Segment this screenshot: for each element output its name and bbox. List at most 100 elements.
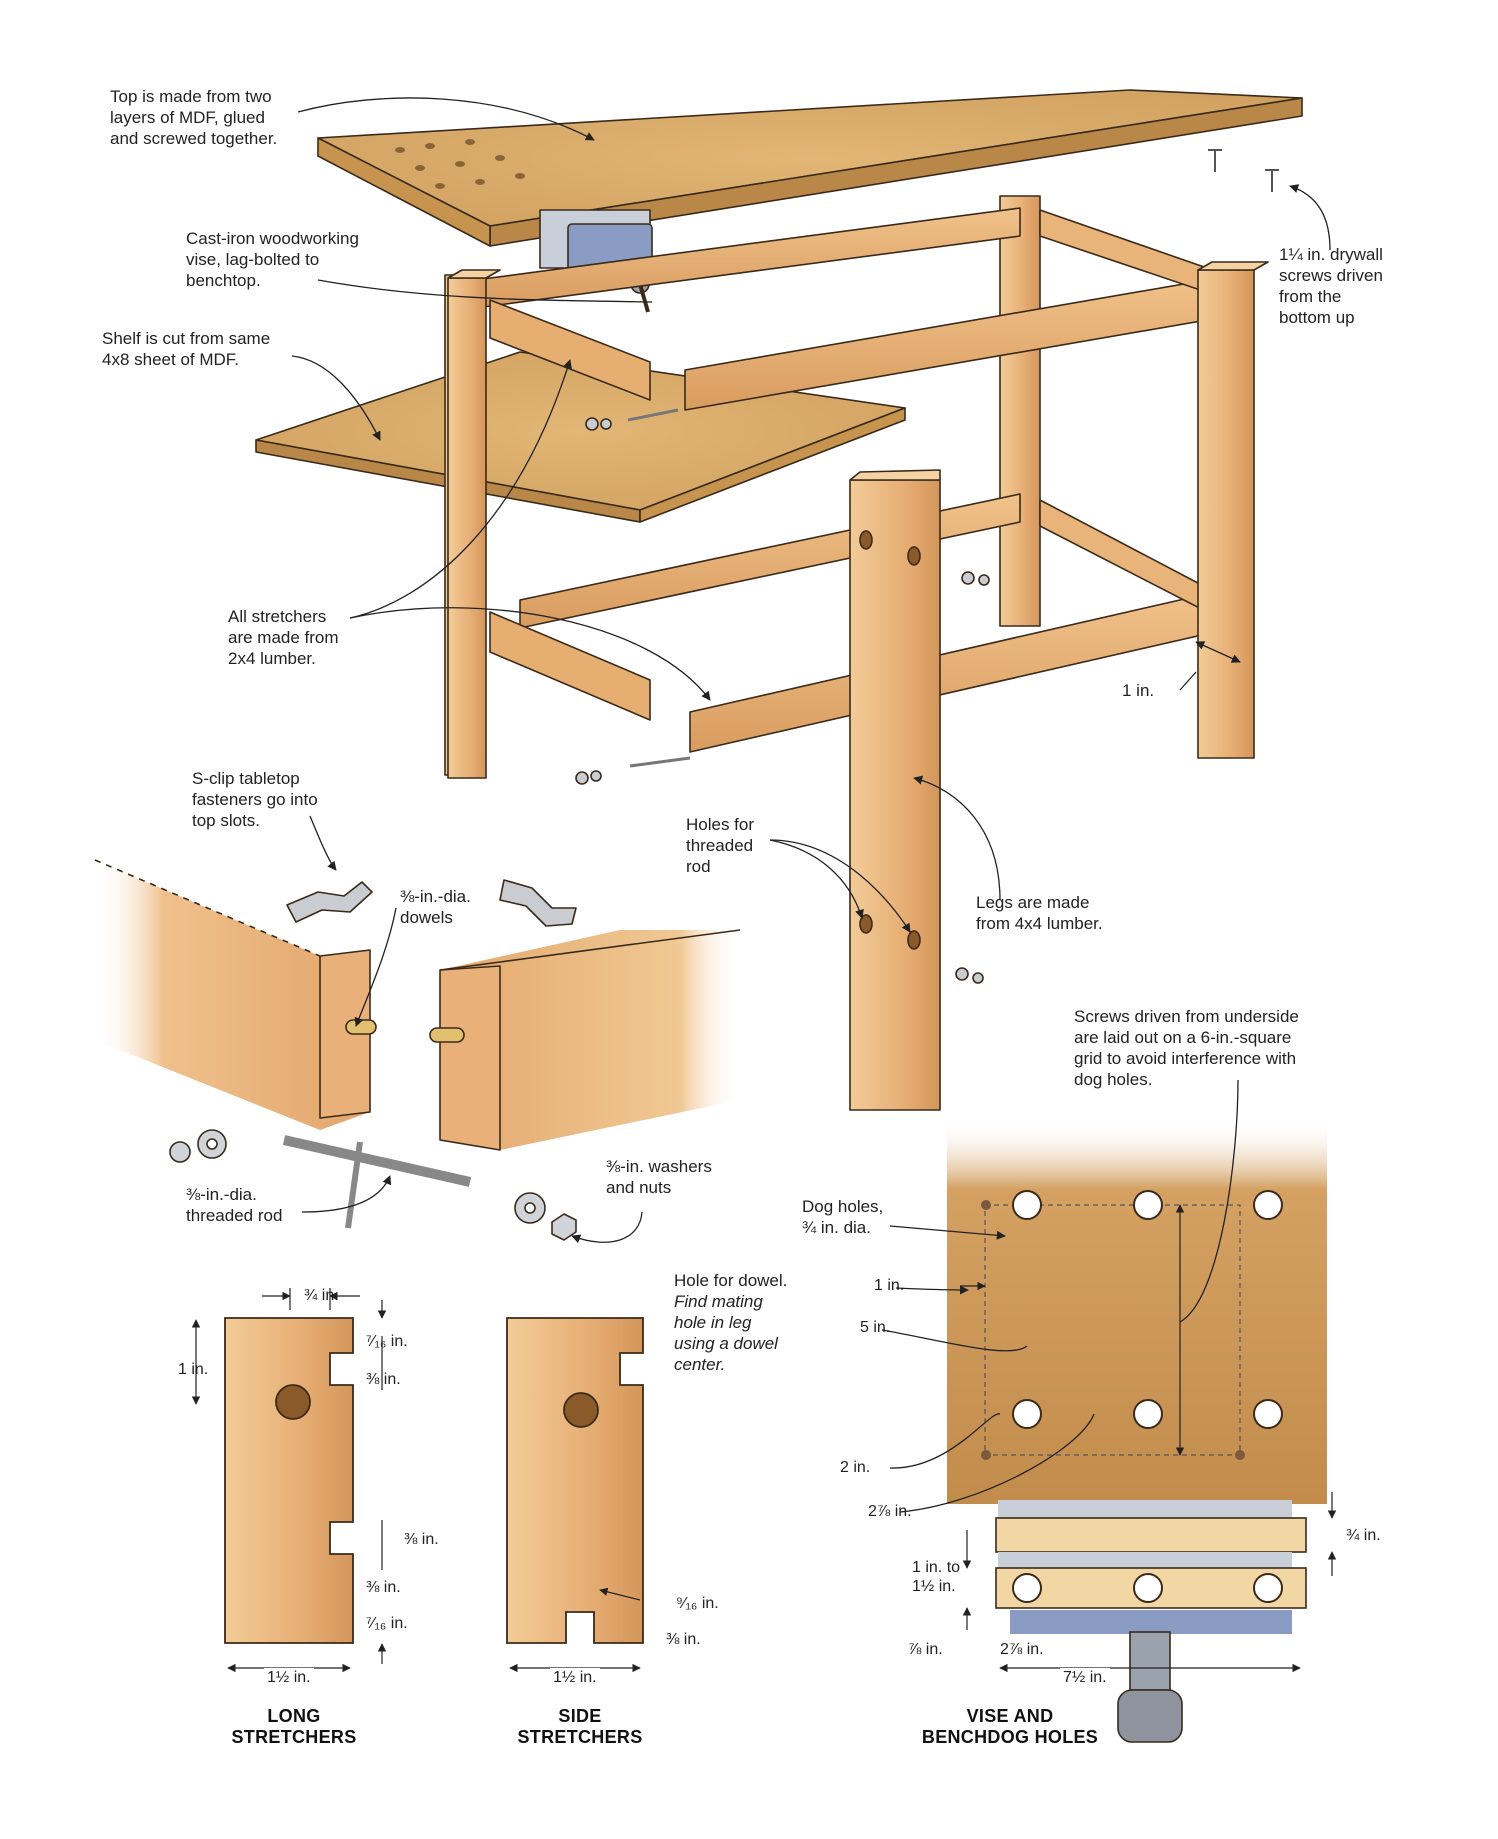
callout-rod-holes: Holes for threaded rod [686,814,754,877]
vise-dim-one-in: 1 in. [874,1277,905,1294]
callout-drywall-screws: 1¼ in. drywall screws driven from the bo… [1279,244,1383,328]
joint-threaded-rod [282,1135,472,1229]
callout-sclip: S-clip tabletop fasteners go into top sl… [192,768,318,831]
stretcher-upper-left-side [489,299,651,401]
side-dowel-hole [563,1392,599,1428]
vise-dim-two-seven-eighths-jaw: 2⅞ in. [1000,1641,1044,1658]
long-dim-three-eighths-low: ⅜ in. [366,1579,401,1596]
callout-stretchers-line3: 2x4 lumber. [228,649,316,668]
joint-detail [94,859,741,1241]
callout-shelf-line2: 4x8 sheet of MDF. [102,350,240,369]
screw-points [981,1200,1245,1460]
callout-dowel-hole-italic2: hole in leg [674,1313,752,1332]
callout-dowel-hole-italic4: center. [674,1355,726,1374]
callout-stretchers: All stretchers are made from 2x4 lumber. [228,606,339,669]
callout-shelf-line1: Shelf is cut from same [102,329,271,348]
vise-dim-jaw-range: 1 in. to 1½ in. [912,1558,960,1596]
callout-sclip-line3: top slots. [192,811,261,830]
callout-rod-holes-line1: Holes for [686,815,755,834]
callout-sclip-line2: fasteners go into [192,790,318,809]
callout-stretchers-line1: All stretchers [228,607,327,626]
vise-caption-line2: BENCHDOG HOLES [921,1727,1099,1747]
callout-top-line3: and screwed together. [110,129,278,148]
vise-dim-two-in: 2 in. [840,1459,871,1476]
long-stretchers-caption: LONG STRETCHERS [214,1706,374,1748]
jaw-dog-holes [1012,1573,1283,1603]
leg-back-right [999,195,1041,627]
side-caption-line2: STRETCHERS [517,1727,643,1747]
drywall-screw-icons [1208,149,1279,192]
long-caption-line1: LONG [267,1706,321,1726]
callout-threaded-rod-line2: threaded rod [186,1206,283,1225]
joint-washers-nuts [169,1129,577,1241]
callout-vise-line3: benchtop. [186,271,261,290]
long-dim-three-eighths-mid: ⅜ in. [404,1531,439,1548]
callout-screws-grid: Screws driven from underside are laid ou… [1074,1006,1299,1090]
s-clip-fasteners [286,879,577,927]
callout-top-line1: Top is made from two [110,87,272,106]
dog-holes [1012,1190,1283,1429]
callout-legs: Legs are made from 4x4 lumber. [976,892,1103,934]
vise-jaw-range-line2: 1½ in. [912,1578,956,1595]
vise-jaw-range-line1: 1 in. to [912,1559,961,1576]
callout-stretchers-line2: are made from [228,628,339,647]
callout-drywall-line3: from the [1279,287,1342,306]
side-stretcher-section [506,1317,644,1644]
callout-dog-holes: Dog holes, ¾ in. dia. [802,1196,883,1238]
leg-detached [849,469,941,1111]
side-dim-width: 1½ in. [550,1668,600,1687]
side-stretchers-caption: SIDE STRETCHERS [500,1706,660,1748]
callout-rod-holes-line3: rod [686,857,711,876]
side-dim-nine-sixteenths: ⁹⁄₁₆ in. [676,1595,719,1612]
threaded-rod-upper [627,408,679,422]
callout-vise: Cast-iron woodworking vise, lag-bolted t… [186,228,359,291]
callout-dowels-line2: dowels [400,908,453,927]
vise-dim-seven-half: 7½ in. [1060,1668,1110,1687]
long-dim-seven-sixteenths-bot: ⁷⁄₁₆ in. [366,1615,408,1632]
callout-dowels: ⅜-in.-dia. dowels [400,886,471,928]
stretcher-upper-front [684,275,1231,411]
callout-dog-holes-line2: ¾ in. dia. [802,1218,871,1237]
callout-dowel-hole: Hole for dowel. Find mating hole in leg … [674,1270,787,1375]
vise-dim-seven-eighths: ⅞ in. [908,1641,943,1658]
callout-drywall-line4: bottom up [1279,308,1355,327]
stretcher-lower-left-side [489,611,651,721]
long-stretcher-section [224,1317,354,1644]
callout-top-line2: layers of MDF, glued [110,108,265,127]
top-dog-hole-marks [395,139,525,189]
callout-sclip-line1: S-clip tabletop [192,769,300,788]
leader-lines [291,97,1331,1513]
stretcher-lower-right-side [1039,499,1216,617]
leg-front-right [1197,261,1269,759]
side-dim-three-eighths: ⅜ in. [666,1631,701,1648]
callout-dowels-line1: ⅜-in.-dia. [400,887,471,906]
joint-leg-block [95,860,370,1130]
callout-washers-line1: ⅜-in. washers [606,1157,712,1176]
callout-top: Top is made from two layers of MDF, glue… [110,86,277,149]
callout-washers: ⅜-in. washers and nuts [606,1156,712,1198]
callout-shelf: Shelf is cut from same 4x8 sheet of MDF. [102,328,270,370]
callout-dowel-hole-line1: Hole for dowel. [674,1271,788,1290]
dowel-pins [345,1019,465,1043]
long-dim-width: 1½ in. [264,1668,314,1687]
long-dim-three-eighths-top: ⅜ in. [366,1371,401,1388]
long-dim-three-quarter: ¾ in. [304,1287,339,1304]
callout-drywall-line2: screws driven [1279,266,1383,285]
long-caption-line2: STRETCHERS [231,1727,357,1747]
vise-dim-five-in: 5 in. [860,1319,891,1336]
vise-rear-jaw-pad [995,1517,1307,1553]
callout-threaded-rod: ⅜-in.-dia. threaded rod [186,1184,282,1226]
long-dowel-hole [275,1384,311,1420]
vise-caption-line1: VISE AND [966,1706,1054,1726]
callout-dog-holes-line1: Dog holes, [802,1197,884,1216]
callout-screws-grid-line1: Screws driven from underside [1074,1007,1299,1026]
callout-threaded-rod-line1: ⅜-in.-dia. [186,1185,257,1204]
callout-screws-grid-line4: dog holes. [1074,1070,1153,1089]
callout-dowel-hole-italic3: using a dowel [674,1334,778,1353]
joint-stretcher-block [440,930,740,1150]
threaded-rod-lower [629,756,691,768]
vise-caption: VISE AND BENCHDOG HOLES [900,1706,1120,1748]
bench-assembly [255,89,1303,1111]
vise-detail [947,1120,1327,1743]
